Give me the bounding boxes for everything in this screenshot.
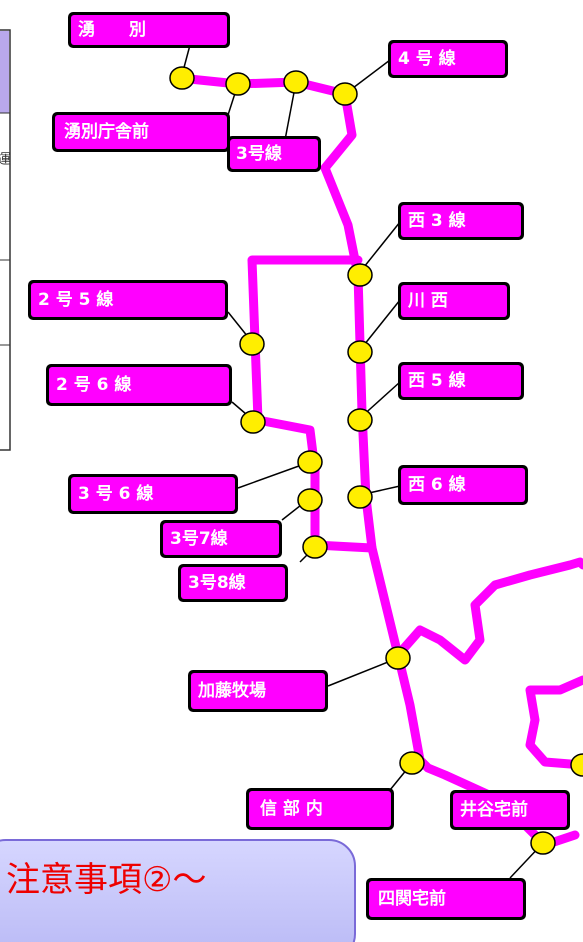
- label-yubetsu-chosha[interactable]: 湧別庁舎前: [52, 112, 230, 152]
- route-line-east-loop: [393, 557, 583, 665]
- label-shibunai-text: 信 部 内: [260, 798, 323, 819]
- stop-nishi3[interactable]: [347, 263, 373, 287]
- label-nishi6-text: 西 6 線: [408, 474, 466, 495]
- label-yongo-sen[interactable]: 4 号 線: [388, 40, 508, 78]
- label-kawanishi-text: 川 西: [407, 291, 448, 311]
- label-nigo5[interactable]: 2 号 5 線: [28, 280, 228, 320]
- stop-kato-bokujo[interactable]: [385, 646, 411, 670]
- label-sango7-text: 3号7線: [170, 528, 228, 549]
- label-shibunai[interactable]: 信 部 内: [246, 788, 394, 830]
- stop-nigo6[interactable]: [240, 410, 266, 434]
- label-kato-bokujo[interactable]: 加藤牧場: [188, 670, 328, 712]
- stop-labels: 湧 別 4 号 線 湧別庁舎前 3号線 西 3 線 川 西: [28, 12, 570, 920]
- stop-nishi6[interactable]: [347, 485, 373, 509]
- label-nishi5-text: 西 5 線: [408, 370, 466, 391]
- label-nishi3[interactable]: 西 3 線: [398, 202, 524, 240]
- stop-sango-sen[interactable]: [283, 70, 309, 94]
- stop-kawanishi[interactable]: [347, 340, 373, 364]
- route-line-top: [175, 73, 580, 850]
- label-sango-sen[interactable]: 3号線: [227, 136, 321, 172]
- label-nigo6[interactable]: 2 号 6 線: [46, 364, 232, 406]
- stop-yongo-sen[interactable]: [332, 82, 358, 106]
- label-sango6-text: 3 号 6 線: [78, 483, 153, 504]
- route-line-west-loop: [247, 255, 377, 553]
- stop-yubetsu[interactable]: [169, 66, 195, 90]
- stop-sango7[interactable]: [297, 488, 323, 512]
- label-nishi6[interactable]: 西 6 線: [398, 465, 528, 505]
- stop-shinoseki[interactable]: [530, 831, 556, 855]
- stop-nishi5[interactable]: [347, 408, 373, 432]
- label-nigo6-text: 2 号 6 線: [56, 374, 131, 395]
- label-nigo5-text: 2 号 5 線: [38, 289, 113, 310]
- label-nishi3-text: 西 3 線: [408, 210, 466, 231]
- label-shinoseki-takumae-text: 四関宅前: [378, 888, 446, 909]
- stop-sango8[interactable]: [302, 535, 328, 559]
- label-sango6[interactable]: 3 号 6 線: [68, 474, 238, 514]
- left-panel-fragment: 運: [0, 152, 11, 168]
- label-sango7[interactable]: 3号7線: [160, 520, 282, 558]
- label-sango-sen-text: 3号線: [236, 143, 282, 164]
- label-yongo-sen-text: 4 号 線: [398, 48, 456, 69]
- label-iiya-takumae-text: 井谷宅前: [460, 799, 528, 820]
- notice-banner: 注意事項②～: [0, 839, 356, 942]
- label-kawanishi[interactable]: 川 西: [398, 282, 510, 320]
- stop-nigo5[interactable]: [239, 332, 265, 356]
- stop-sango6[interactable]: [297, 450, 323, 474]
- route-line-east-branch: [525, 675, 583, 770]
- label-yubetsu[interactable]: 湧 別: [68, 12, 230, 48]
- stop-yubetsu-chosha[interactable]: [225, 72, 251, 96]
- label-shinoseki-takumae[interactable]: 四関宅前: [366, 878, 526, 920]
- stop-iiya[interactable]: [570, 753, 583, 777]
- label-nishi5[interactable]: 西 5 線: [398, 362, 524, 400]
- label-sango8[interactable]: 3号8線: [178, 564, 288, 602]
- label-kato-bokujo-text: 加藤牧場: [197, 680, 266, 701]
- label-iiya-takumae[interactable]: 井谷宅前: [450, 790, 570, 830]
- notice-text: 注意事項②～: [6, 860, 206, 900]
- route-lines: [175, 73, 583, 850]
- label-yubetsu-chosha-text: 湧別庁舎前: [64, 121, 149, 142]
- stop-shibunai[interactable]: [399, 751, 425, 775]
- left-table-panel: 運: [0, 29, 11, 451]
- stops: [169, 66, 583, 855]
- label-sango8-text: 3号8線: [188, 572, 246, 593]
- label-yubetsu-text: 湧 別: [78, 20, 146, 40]
